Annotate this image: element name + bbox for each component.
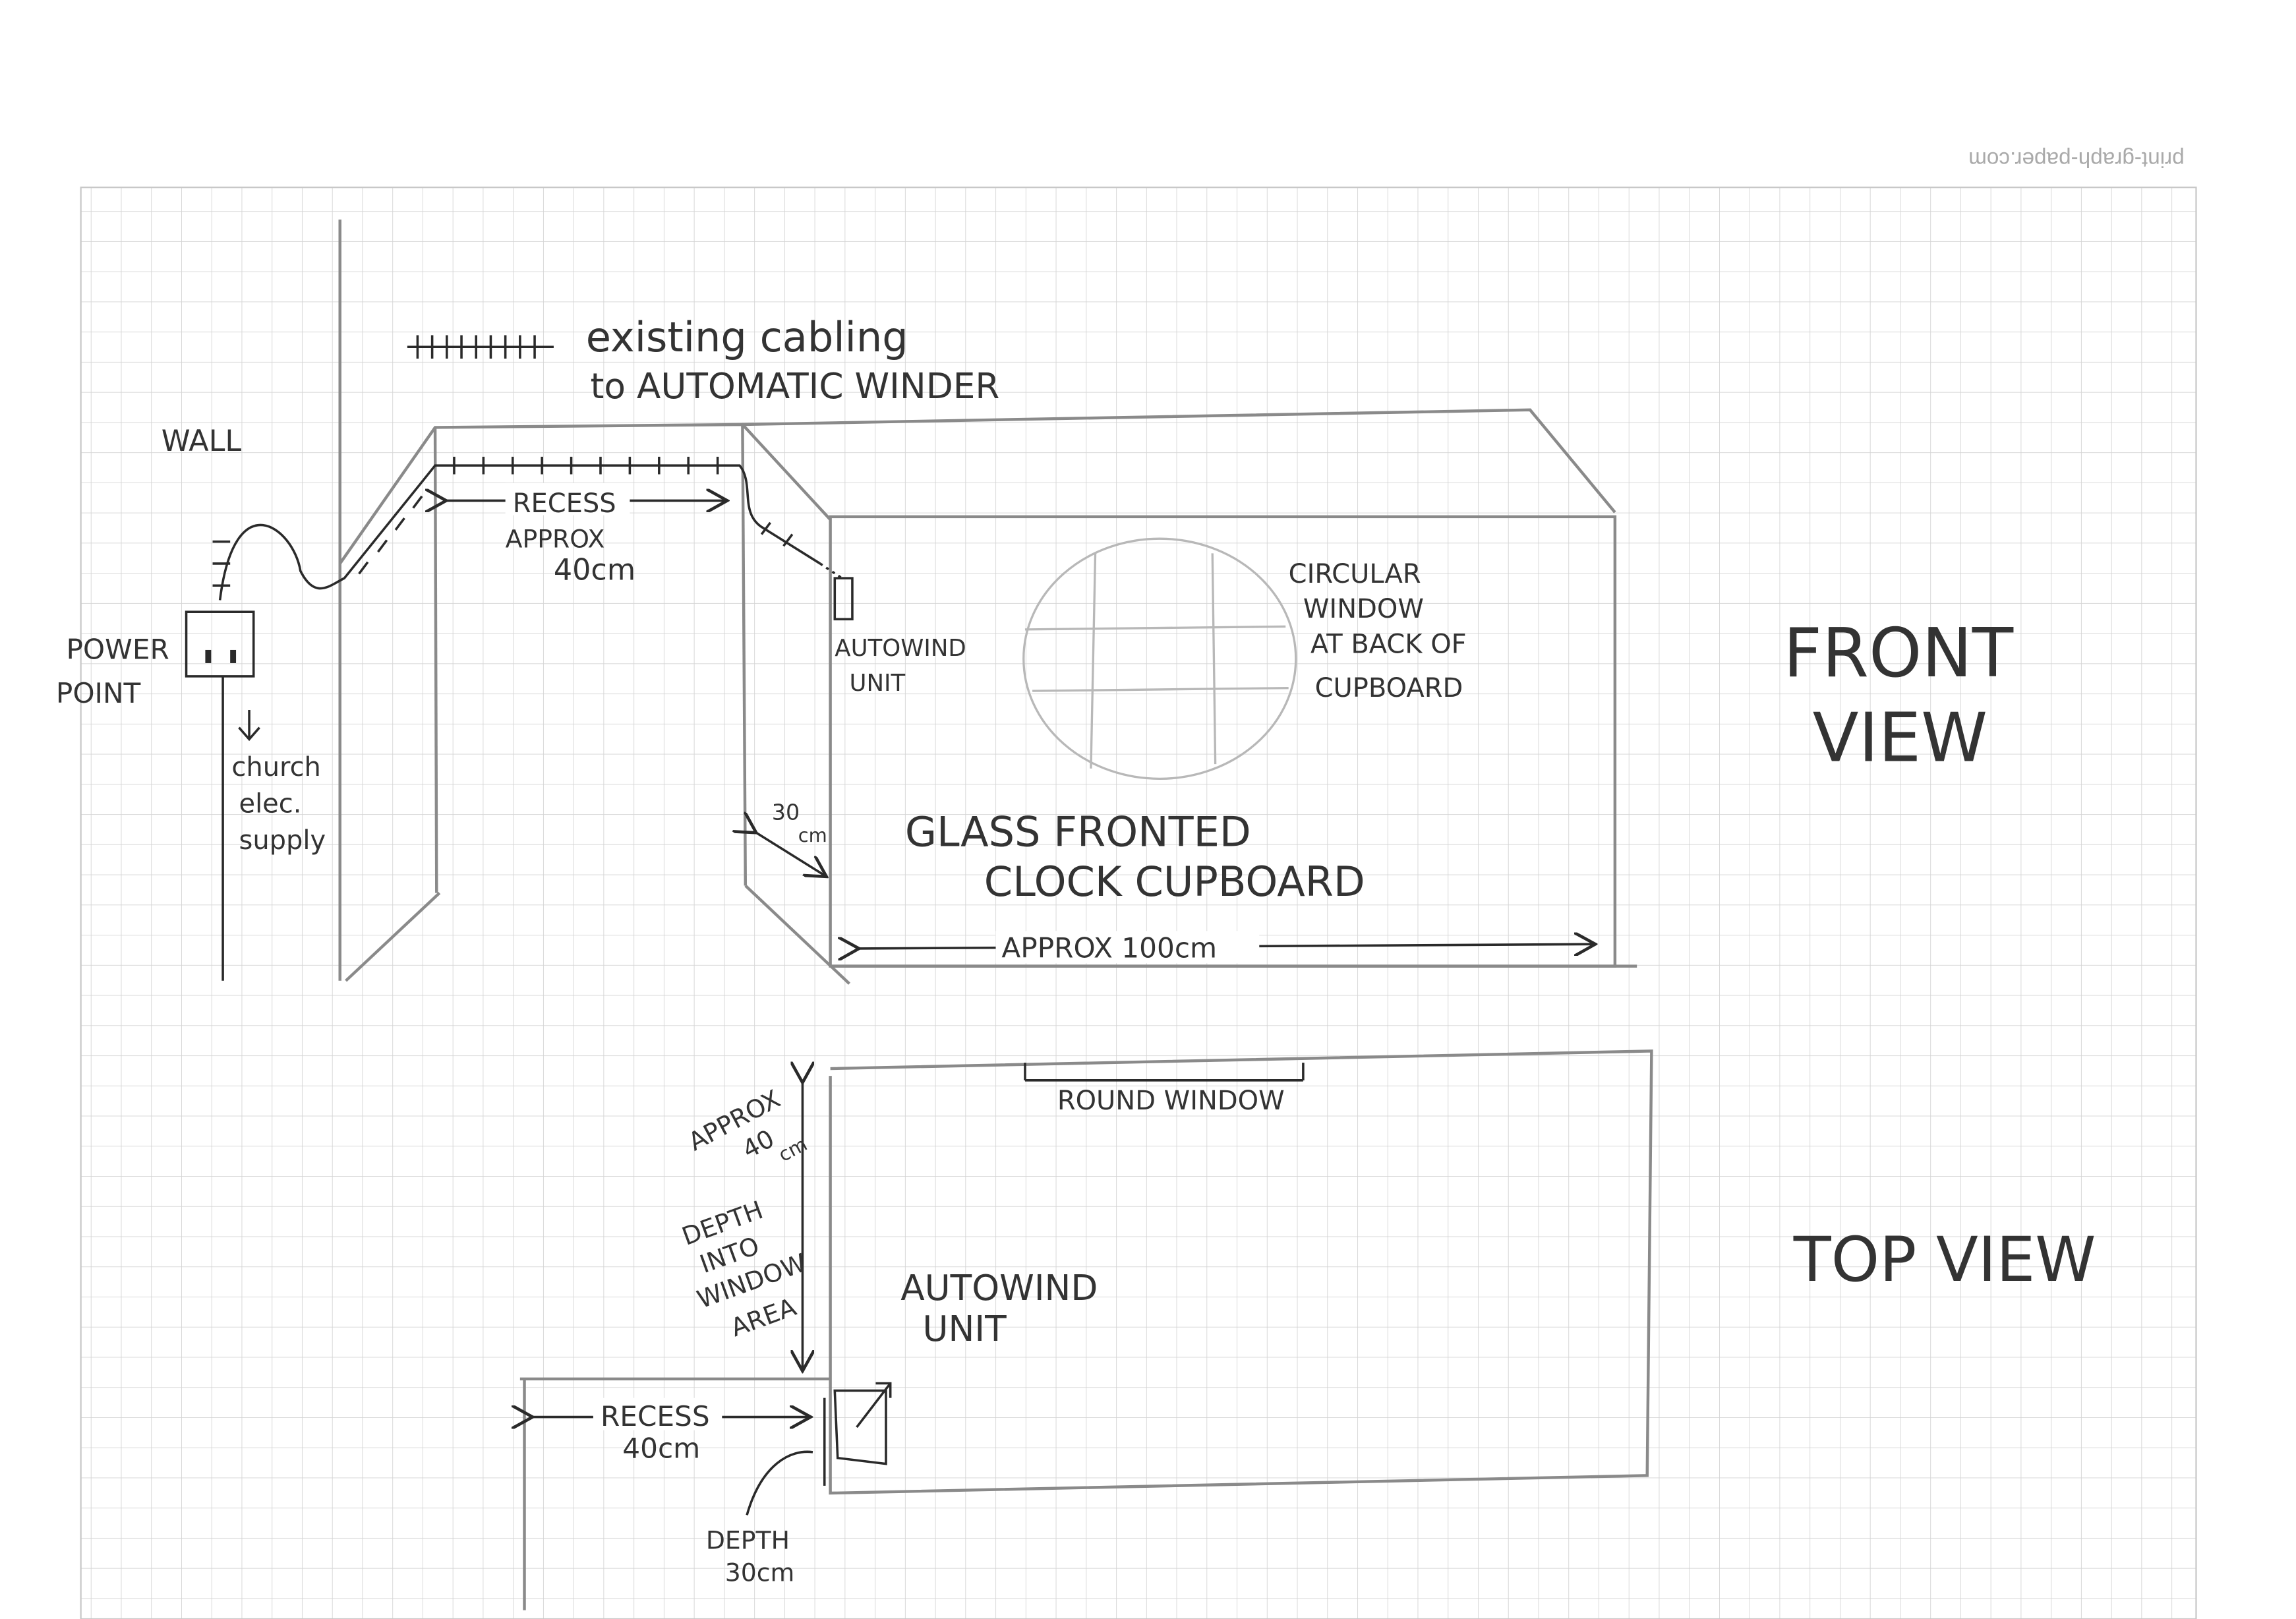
power-point-icon <box>185 610 255 678</box>
window-label-line1: CIRCULAR <box>1289 559 1421 589</box>
recess-size: 40cm <box>554 553 635 587</box>
cupboard-label-line1: GLASS FRONTED <box>905 808 1251 856</box>
autowind-label-line1: AUTOWIND <box>835 635 966 662</box>
power-point-label-line1: POWER <box>66 633 169 665</box>
round-window-ticks <box>1024 1063 1305 1080</box>
label-bg <box>995 931 1260 964</box>
label-bg <box>505 483 630 515</box>
depth-label-unit: cm <box>798 824 827 846</box>
cupboard-outline <box>742 408 1637 968</box>
power-point-label-line2: POINT <box>56 677 141 709</box>
round-window-label: ROUND WINDOW <box>1057 1086 1285 1116</box>
window-label-line2: WINDOW <box>1303 594 1424 624</box>
cabling-path <box>212 456 843 601</box>
legend-text-line1: existing cabling <box>586 313 908 361</box>
socket-pin-icon <box>205 649 212 663</box>
autowind-top-label-line2: UNIT <box>923 1309 1007 1349</box>
circular-window <box>1022 537 1297 780</box>
front-view-title-line2: VIEW <box>1813 699 1988 778</box>
recess-approx: APPROX <box>506 525 605 554</box>
depth-top-arrow <box>746 1398 826 1516</box>
top-view-title: TOP VIEW <box>1793 1223 2096 1295</box>
window-label-line3: AT BACK OF <box>1310 629 1467 659</box>
depth-arrow <box>754 831 825 875</box>
front-view: existing cabling to AUTOMATIC WINDER WAL… <box>56 220 2014 985</box>
depth-top-label-line2: 30cm <box>725 1558 795 1587</box>
existing-cabling-legend-symbol <box>407 335 554 359</box>
watermark: print-graph-paper.com <box>1968 147 2185 171</box>
autowind-unit-shape <box>833 1382 892 1465</box>
supply-arrow-icon <box>238 709 260 742</box>
recess-top-label: RECESS <box>601 1400 710 1432</box>
depth-top-label-line1: DEPTH <box>706 1525 790 1554</box>
recess-top-size: 40cm <box>622 1432 700 1465</box>
socket-pin-icon <box>230 649 237 663</box>
graph-paper-grid <box>80 187 2197 1619</box>
window-label-line4: CUPBOARD <box>1315 673 1463 703</box>
depth-label-number: 30 <box>772 800 800 825</box>
width-label: APPROX 100cm <box>1001 931 1217 964</box>
legend-text-line2: to AUTOMATIC WINDER <box>590 366 999 407</box>
label-bg <box>593 1398 722 1430</box>
top-view: ROUND WINDOW APPROX 40 cm DEPTH INTO WIN… <box>520 1049 2096 1610</box>
cupboard-label-line2: CLOCK CUPBOARD <box>984 858 1365 906</box>
autowind-label-line2: UNIT <box>849 670 905 697</box>
front-view-title-line1: FRONT <box>1783 614 2013 693</box>
recess-label: RECESS <box>513 488 616 519</box>
wall-label: WALL <box>162 425 242 458</box>
autowind-top-label-line1: AUTOWIND <box>900 1268 1098 1309</box>
supply-label-line3: supply <box>239 825 326 856</box>
supply-label-line2: elec. <box>239 788 301 819</box>
autowind-unit-box <box>833 577 854 621</box>
supply-label-line1: church <box>231 752 321 782</box>
